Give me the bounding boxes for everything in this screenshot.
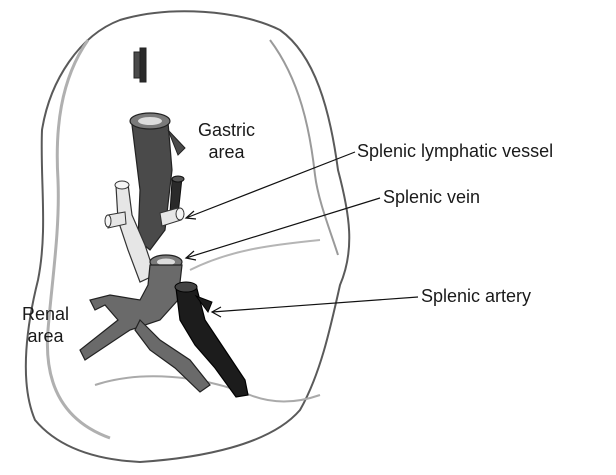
splenic-vein-label: Splenic vein [383,187,480,209]
renal-area-label-line1: Renal [22,304,69,326]
gastric-area-label-line2: area [198,142,255,164]
splenic-artery-label: Splenic artery [421,286,531,308]
gastric-area-label-line1: Gastric [198,120,255,142]
renal-area-label: Renal area [22,304,69,347]
gastric-area-label: Gastric area [198,120,255,163]
splenic-lymphatic-vessel-label: Splenic lymphatic vessel [357,141,553,163]
spleen-outline [26,11,349,462]
renal-area-label-line2: area [22,326,69,348]
small-vessel-fragment [134,48,146,82]
